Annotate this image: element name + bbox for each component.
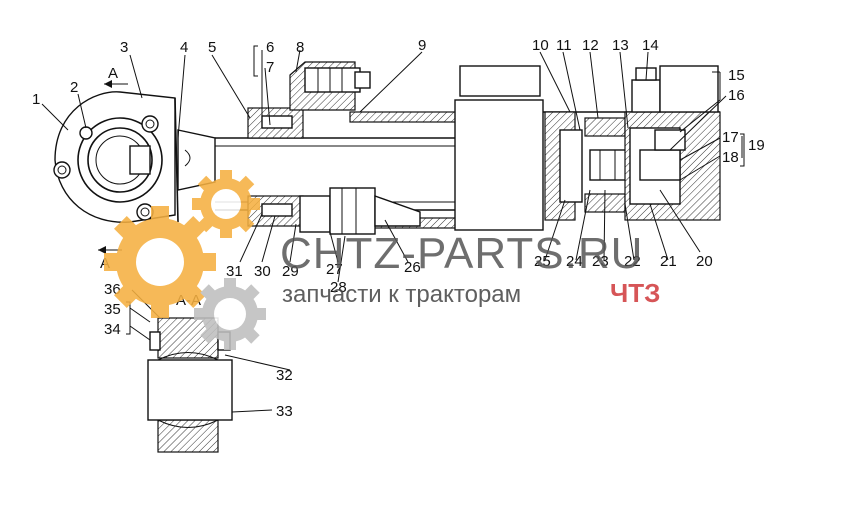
callout-33: 33 <box>276 403 293 420</box>
callout-16: 16 <box>728 87 745 104</box>
callout-12: 12 <box>582 37 599 54</box>
callout-3: 3 <box>120 39 128 56</box>
callout-6: 6 <box>266 39 274 56</box>
callout-25: 25 <box>534 253 551 270</box>
callout-35: 35 <box>104 301 121 318</box>
watermark-text: CHTZ-PARTS.RU запчасти к тракторам ЧТЗ <box>280 229 660 308</box>
watermark-tagline-brand: ЧТЗ <box>610 278 660 308</box>
callout-numbers: 1 2 3 4 5 6 7 8 9 10 11 12 13 14 15 16 1… <box>32 37 765 420</box>
callout-13: 13 <box>612 37 629 54</box>
callout-14: 14 <box>642 37 659 54</box>
callout-15: 15 <box>728 67 745 84</box>
callout-31: 31 <box>226 263 243 280</box>
callout-21: 21 <box>660 253 677 270</box>
callout-8: 8 <box>296 39 304 56</box>
callout-27: 27 <box>326 261 343 278</box>
callout-9: 9 <box>418 37 426 54</box>
callout-29: 29 <box>282 263 299 280</box>
callout-4: 4 <box>180 39 188 56</box>
leader-lines <box>41 49 743 413</box>
gland-assembly <box>247 61 371 227</box>
callout-20: 20 <box>696 253 713 270</box>
callout-10: 10 <box>532 37 549 54</box>
gear-medium-icon <box>192 170 260 238</box>
callout-5: 5 <box>208 39 216 56</box>
callout-28: 28 <box>330 279 347 296</box>
callout-26: 26 <box>404 259 421 276</box>
lower-fitting <box>299 187 421 235</box>
section-marker-top: А <box>104 65 128 88</box>
callout-19: 19 <box>748 137 765 154</box>
gear-large-icon <box>104 206 216 318</box>
callout-17: 17 <box>722 129 739 146</box>
bracket-6-7 <box>253 45 258 77</box>
callout-1: 1 <box>32 91 40 108</box>
section-letter-top: А <box>108 65 118 82</box>
mounting-flange <box>53 91 216 223</box>
callout-23: 23 <box>592 253 609 270</box>
bracket-17-18 <box>740 133 745 167</box>
callout-24: 24 <box>566 253 583 270</box>
gear-logo <box>104 170 266 350</box>
callout-32: 32 <box>276 367 293 384</box>
callout-18: 18 <box>722 149 739 166</box>
central-block <box>454 65 720 231</box>
callout-22: 22 <box>624 253 641 270</box>
callout-7: 7 <box>266 59 274 76</box>
watermark-brand: CHTZ-PARTS.RU <box>280 229 643 278</box>
callout-11: 11 <box>556 37 572 54</box>
gear-small-icon <box>194 278 266 350</box>
watermark-tagline: запчасти к тракторам <box>282 281 521 308</box>
callout-30: 30 <box>254 263 271 280</box>
callout-2: 2 <box>70 79 78 96</box>
callout-34: 34 <box>104 321 121 338</box>
